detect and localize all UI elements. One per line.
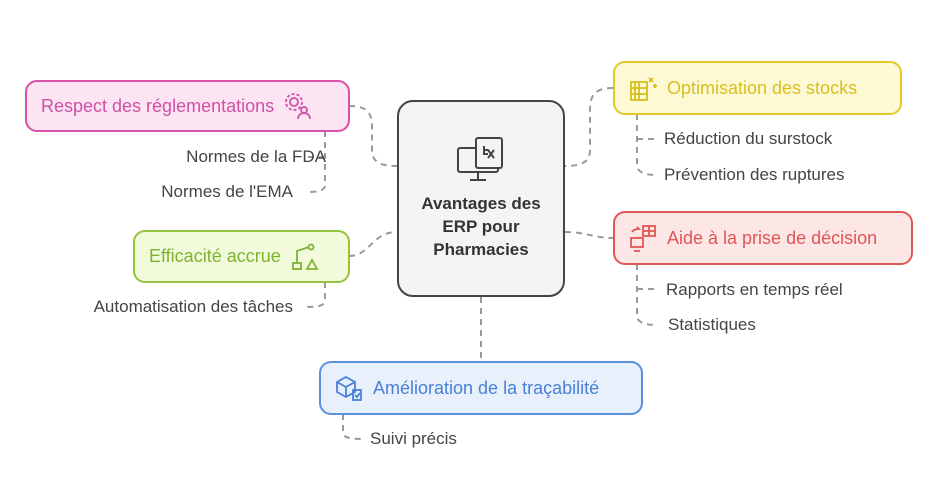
node-label: Aide à la prise de décision [667,227,878,248]
connector-dec-items [636,264,657,326]
node-efficiency[interactable]: Efficacité accrue [133,230,350,283]
monitor-table-icon [630,225,656,252]
monitor-prescription-icon [457,137,503,181]
node-label: Amélioration de la traçabilité [373,377,600,398]
node-regulations[interactable]: Respect des réglementations [25,80,350,132]
node-decision[interactable]: Aide à la prise de décision [613,211,913,265]
connector-eff-items [306,282,326,308]
item-shortage: Prévention des ruptures [664,165,845,184]
connector-regl-items [306,131,326,193]
gear-person-icon [285,93,312,120]
node-label: Respect des réglementations [41,95,275,116]
node-label: Optimisation des stocks [667,77,858,98]
connector-regl [348,105,398,167]
connector-stock [564,87,614,167]
item-overstock: Réduction du surstock [664,129,833,148]
central-topic: Avantages des ERP pour Pharmacies [397,100,565,297]
connector-stock-items [636,114,657,176]
shelves-icon [630,77,657,101]
item-reports: Rapports en temps réel [666,280,843,299]
connector-dec [564,231,614,239]
item-automation: Automatisation des tâches [93,297,293,316]
box-tracking-icon [336,375,362,401]
node-stock[interactable]: Optimisation des stocks [613,61,902,115]
central-title: Avantages des ERP pour Pharmacies [421,194,541,259]
item-stats: Statistiques [668,315,756,334]
connector-trac-items [342,414,363,440]
item-tracking: Suivi précis [370,429,457,448]
node-label: Efficacité accrue [149,246,281,266]
item-ema: Normes de l'EMA [161,182,293,201]
node-traceability[interactable]: Amélioration de la traçabilité [319,361,643,415]
robot-arm-icon [291,243,319,270]
connector-eff [348,231,398,257]
item-fda: Normes de la FDA [186,147,326,166]
